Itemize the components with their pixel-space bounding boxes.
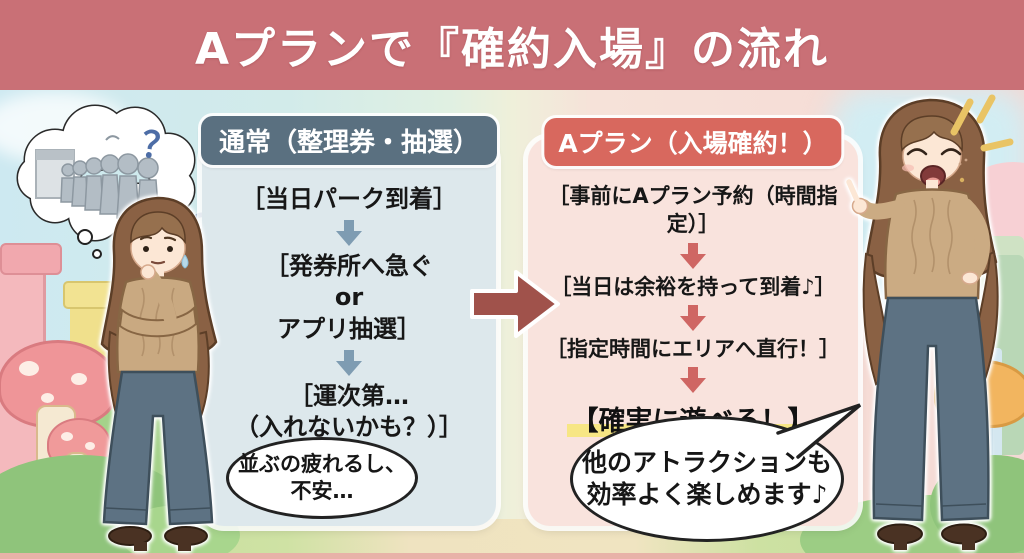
pink-pipe-cap: [0, 243, 62, 275]
flow-step: ［発券所へ急ぐ or アプリ抽選］: [265, 252, 433, 343]
queue-thought-cloud: ？: [16, 104, 196, 242]
flow-step: ［事前にAプラン予約（時間指定）］: [548, 184, 838, 237]
question-mark-icon: ？: [139, 124, 180, 170]
big-right-arrow-icon: [470, 270, 560, 338]
happy-woman-illustration: [846, 98, 999, 550]
sparkle-lines-icon: [950, 94, 1014, 152]
normal-flow-header: 通常（整理券・抽選）: [200, 116, 498, 165]
surprise-arc: [105, 135, 120, 141]
flow-step: ［当日パーク到着］: [241, 185, 457, 213]
down-arrow-icon: [680, 367, 706, 394]
worry-thought-bubble: 並ぶの疲れるし、 不安…: [226, 437, 418, 519]
yellow-pipe-cap: [63, 281, 115, 309]
flow-step: ［当日は余裕を持って到着♪］: [550, 274, 836, 299]
thought-dot: [77, 229, 93, 245]
bottom-border: [0, 553, 1024, 559]
down-arrow-icon: [680, 242, 706, 269]
down-arrow-icon: [336, 349, 362, 376]
page-title: Aプランで『確約入場』の流れ: [194, 24, 830, 75]
speech-bubble-tail: [776, 403, 862, 459]
title-banner: Aプランで『確約入場』の流れ: [0, 0, 1024, 90]
flow-step: ［指定時間にエリアへ直行！］: [546, 337, 840, 362]
thought-dot: [92, 249, 102, 259]
flow-step: ［運次第… （入れないかも？）］: [235, 381, 463, 441]
plan-a-header: Aプラン（入場確約！）: [544, 118, 842, 166]
worried-woman-illustration: [100, 196, 218, 551]
down-arrow-icon: [680, 305, 706, 332]
down-arrow-icon: [336, 220, 362, 247]
